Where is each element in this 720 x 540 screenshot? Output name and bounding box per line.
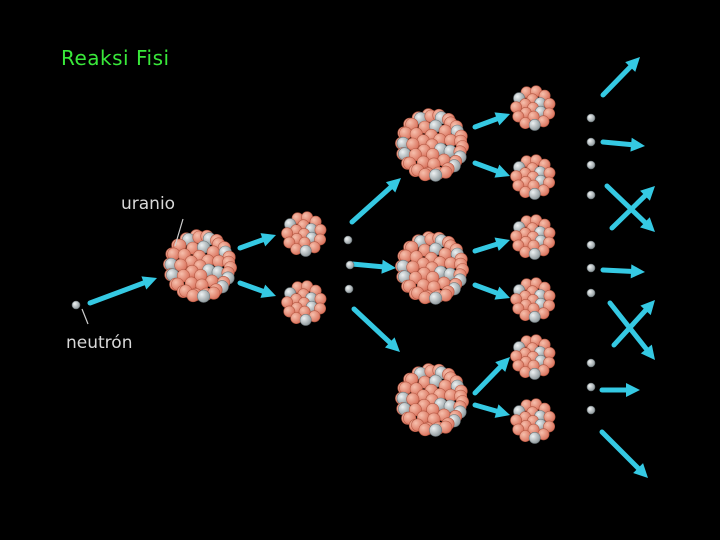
released-neutron-9 — [586, 263, 596, 273]
uranium-label: uranio — [121, 194, 175, 214]
uranium-nucleus-upper — [395, 108, 469, 182]
outgoing-arrow-4 — [600, 264, 645, 279]
neutron-pointer-line — [81, 308, 89, 325]
incoming-neutron-arrow — [87, 276, 157, 306]
released-neutron-7 — [586, 190, 596, 200]
fragment-nucleus-d — [510, 154, 556, 200]
outgoing-arrow-6 — [599, 383, 640, 397]
uranium-pointer-line — [174, 218, 184, 247]
uranium-nucleus-lower — [395, 363, 469, 437]
neutron-label: neutrón — [66, 333, 132, 353]
released-neutron-11 — [586, 358, 596, 368]
uranium-nucleus-middle — [395, 231, 469, 305]
fragment-nucleus-c — [510, 85, 556, 131]
outgoing-arrow-7 — [599, 429, 648, 478]
released-neutron-2 — [345, 260, 355, 270]
nuclei-layer — [163, 85, 556, 444]
labels-layer: uranio neutrón — [66, 194, 184, 353]
arrow-lower-frag-b — [472, 402, 510, 418]
released-neutron-13 — [586, 405, 596, 415]
released-neutron-10 — [586, 288, 596, 298]
released-neutron-6 — [586, 160, 596, 170]
released-neutron-5 — [586, 137, 596, 147]
arrow-to-fragment-b — [237, 280, 276, 298]
arrow-lower-frag-a — [472, 357, 510, 396]
released-neutron-8 — [586, 240, 596, 250]
arrows-layer — [87, 57, 655, 478]
fragment-nucleus-a — [281, 211, 327, 257]
neutrons-layer — [71, 113, 596, 415]
fragment-nucleus-g — [510, 334, 556, 380]
slide-title: Reaksi Fisi — [61, 46, 170, 70]
fragment-nucleus-f — [510, 277, 556, 323]
released-neutron-12 — [586, 382, 596, 392]
arrow-upper-frag-a — [472, 112, 510, 130]
outgoing-arrow-3b — [609, 186, 655, 231]
fragment-nucleus-h — [510, 398, 556, 444]
released-neutron-4 — [586, 113, 596, 123]
outgoing-arrow-1 — [600, 57, 640, 98]
arrow-to-lower-nucleus — [351, 306, 400, 352]
outgoing-arrow-5b — [611, 300, 655, 348]
released-neutron-3 — [344, 284, 354, 294]
released-neutron-1 — [343, 235, 353, 245]
arrow-to-fragment-a — [237, 233, 276, 251]
uranium-nucleus — [163, 229, 237, 303]
arrow-to-upper-nucleus — [349, 178, 401, 225]
arrow-middle-frag-a — [472, 237, 510, 254]
fragment-nucleus-b — [281, 280, 327, 326]
arrow-upper-frag-b — [472, 160, 510, 178]
arrow-to-middle-nucleus — [349, 259, 396, 274]
outgoing-arrow-3a — [604, 183, 655, 232]
incident-neutron — [71, 300, 81, 310]
outgoing-arrow-2 — [600, 137, 645, 152]
fragment-nucleus-e — [510, 214, 556, 260]
arrow-middle-frag-b — [472, 282, 510, 300]
